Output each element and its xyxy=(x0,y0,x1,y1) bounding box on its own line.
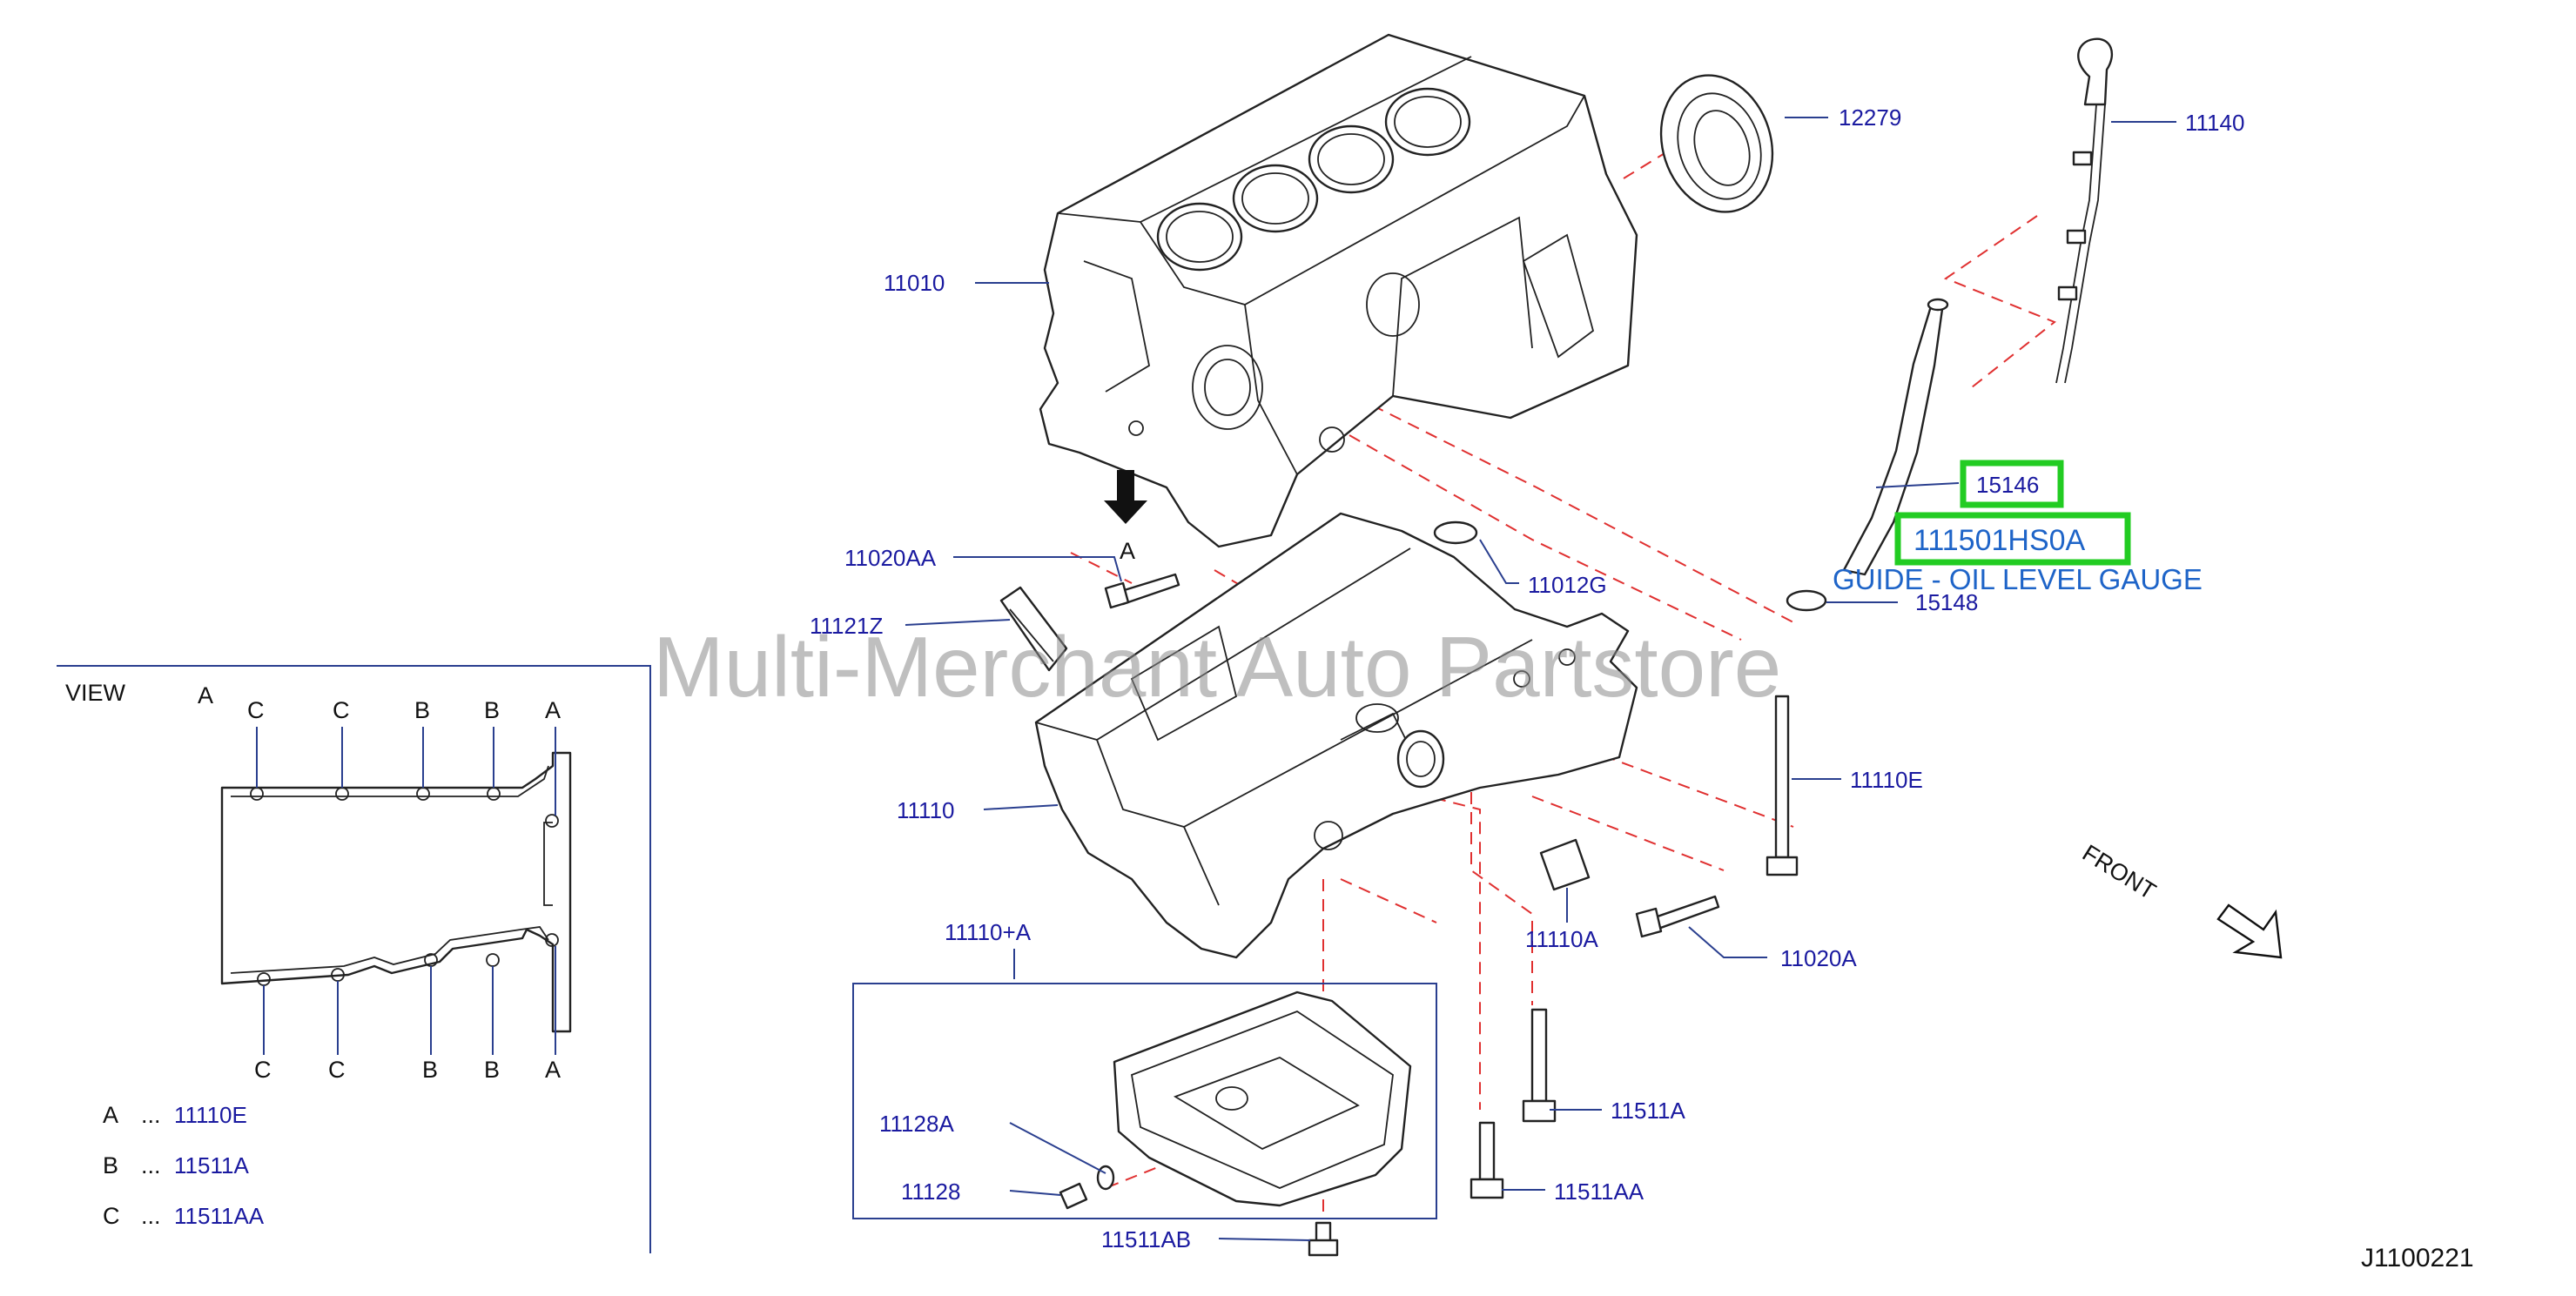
oil-strainer-11121Z xyxy=(999,586,1068,672)
oil-level-gauge-11140 xyxy=(2055,37,2113,384)
view-a-top-letter-2: C xyxy=(333,697,350,723)
part-label-11128A[interactable]: 11128A xyxy=(879,1111,954,1137)
part-label-15148[interactable]: 15148 xyxy=(1915,589,1978,615)
part-label-11110-plus-a[interactable]: 11110+A xyxy=(945,919,1032,945)
view-a-bottom-letter-3: B xyxy=(422,1057,438,1083)
part-label-11110E[interactable]: 11110E xyxy=(1850,767,1923,793)
view-a-bottom-letter-1: C xyxy=(254,1057,272,1083)
legend-dots-a: ... xyxy=(141,1102,161,1128)
view-arrow xyxy=(1104,470,1147,524)
legend-part-b[interactable]: 11511A xyxy=(174,1152,249,1178)
view-a-bottom-letter-2: C xyxy=(328,1057,346,1083)
watermark: Multi-Merchant Auto Partstore xyxy=(653,619,1781,715)
part-label-11010[interactable]: 11010 xyxy=(884,270,945,296)
highlight-box-15146 xyxy=(1960,460,2064,508)
legend-dots-b: ... xyxy=(141,1152,161,1178)
front-label: FRONT xyxy=(2078,840,2161,905)
view-a-top-letter-4: B xyxy=(484,697,500,723)
highlight-box-main-part xyxy=(1894,512,2131,566)
part-label-11140[interactable]: 11140 xyxy=(2185,110,2244,136)
view-a-legend: A ... 11110E B ... 11511A C ... 11511AA xyxy=(103,1102,265,1229)
part-label-15146[interactable]: 15146 xyxy=(1976,472,2039,498)
part-label-11511A[interactable]: 11511A xyxy=(1611,1098,1685,1124)
rear-oil-seal-12279 xyxy=(1659,74,1774,213)
leader-lines xyxy=(905,117,2176,1241)
legend-part-c[interactable]: 11511AA xyxy=(174,1203,265,1229)
part-label-11012G[interactable]: 11012G xyxy=(1528,572,1607,598)
front-arrow-icon xyxy=(2216,903,2283,959)
part-label-11121Z[interactable]: 11121Z xyxy=(810,613,883,639)
oil-level-gauge-guide xyxy=(1786,298,1949,612)
main-part-description: GUIDE - OIL LEVEL GAUGE xyxy=(1833,563,2203,595)
view-a-title: VIEW xyxy=(65,680,126,706)
legend-dots-c: ... xyxy=(141,1203,161,1229)
view-a-top-letter-1: C xyxy=(247,697,265,723)
gasket-11012G xyxy=(1433,520,1478,545)
part-label-11128[interactable]: 11128 xyxy=(901,1178,960,1205)
view-arrow-letter: A xyxy=(1120,538,1135,564)
view-a-frame xyxy=(57,665,651,1253)
bolts xyxy=(1059,573,1799,1257)
legend-letter-c: C xyxy=(103,1203,120,1229)
view-a-bottom-letter-5: A xyxy=(545,1057,561,1083)
part-label-11020AA[interactable]: 11020AA xyxy=(844,545,937,571)
legend-letter-b: B xyxy=(103,1152,118,1178)
o-ring-15148 xyxy=(1786,589,1827,612)
part-label-11110[interactable]: 11110 xyxy=(897,797,955,823)
view-a-inset: VIEW A C xyxy=(57,665,651,1253)
diagram-code: J1100221 xyxy=(2361,1244,2474,1272)
part-label-11110A[interactable]: 11110A xyxy=(1525,926,1599,952)
view-a-top-letter-3: B xyxy=(414,697,430,723)
view-a-title-letter: A xyxy=(198,682,213,708)
view-a-top-letter-5: A xyxy=(545,697,561,723)
front-indicator: FRONT xyxy=(2078,840,2283,959)
cylinder-block-11010 xyxy=(1039,33,1638,548)
gasket-leader-lines xyxy=(256,727,556,1055)
main-part-number[interactable]: 111501HS0A xyxy=(1914,524,2086,557)
part-label-11511AB[interactable]: 11511AB xyxy=(1101,1226,1191,1252)
lower-oil-pan-box xyxy=(852,983,1437,1219)
legend-letter-a: A xyxy=(103,1102,118,1128)
lower-oil-pan xyxy=(1113,990,1412,1207)
upper-oil-pan-11110 xyxy=(1034,512,1638,959)
view-a-bottom-letter-4: B xyxy=(484,1057,500,1083)
part-label-11511AA[interactable]: 11511AA xyxy=(1554,1178,1644,1205)
part-label-11020A[interactable]: 11020A xyxy=(1780,945,1857,971)
part-label-12279[interactable]: 12279 xyxy=(1839,104,1901,131)
oil-pan-gasket-outline xyxy=(220,751,572,1033)
legend-part-a[interactable]: 11110E xyxy=(174,1102,247,1128)
